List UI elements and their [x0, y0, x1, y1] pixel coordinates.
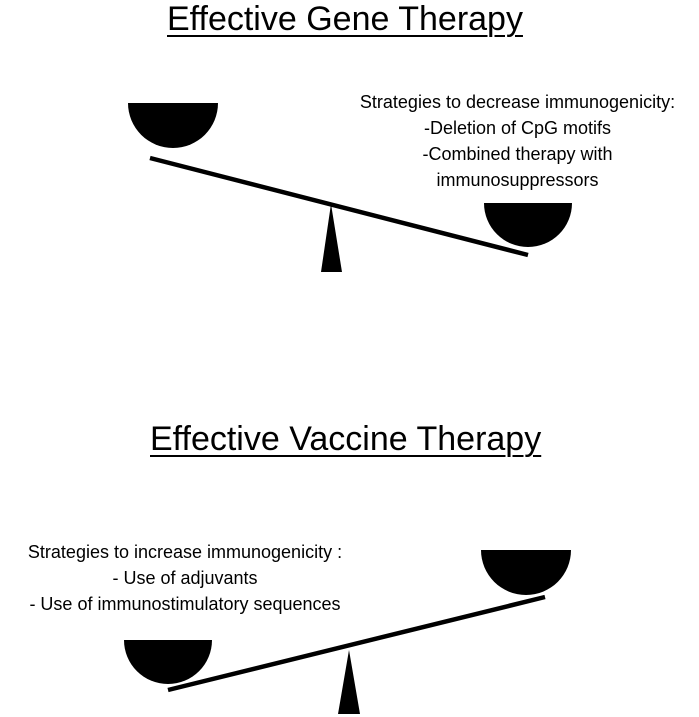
vaccine-scale-beam: [167, 594, 546, 693]
vaccine-strategy-item: - Use of immunostimulatory sequences: [29, 594, 341, 614]
gene-strategies-note: Strategies to decrease immunogenicity: -…: [339, 89, 696, 193]
vaccine-therapy-title: Effective Vaccine Therapy: [150, 420, 542, 458]
vaccine-scale-left-pan: [124, 640, 212, 684]
gene-strategy-item: immunosuppressors: [436, 170, 599, 190]
vaccine-strategies-heading: Strategies to increase immunogenicity :: [27, 542, 343, 562]
gene-strategies-heading: Strategies to decrease immunogenicity:: [359, 92, 676, 112]
gene-strategy-item: -Combined therapy with: [422, 144, 613, 164]
gene-scale-right-pan: [484, 203, 572, 247]
gene-therapy-title: Effective Gene Therapy: [167, 0, 523, 38]
gene-strategy-item: -Deletion of CpG motifs: [423, 118, 612, 138]
vaccine-scale-right-pan: [481, 550, 571, 595]
vaccine-scale-fulcrum: [338, 650, 360, 714]
vaccine-strategy-item: - Use of adjuvants: [112, 568, 258, 588]
gene-scale-fulcrum: [321, 204, 342, 272]
gene-scale: [128, 103, 572, 272]
vaccine-strategies-note: Strategies to increase immunogenicity : …: [0, 539, 370, 617]
gene-scale-left-pan: [128, 103, 218, 148]
vaccine-scale: [124, 550, 571, 714]
gene-scale-beam: [149, 155, 529, 258]
